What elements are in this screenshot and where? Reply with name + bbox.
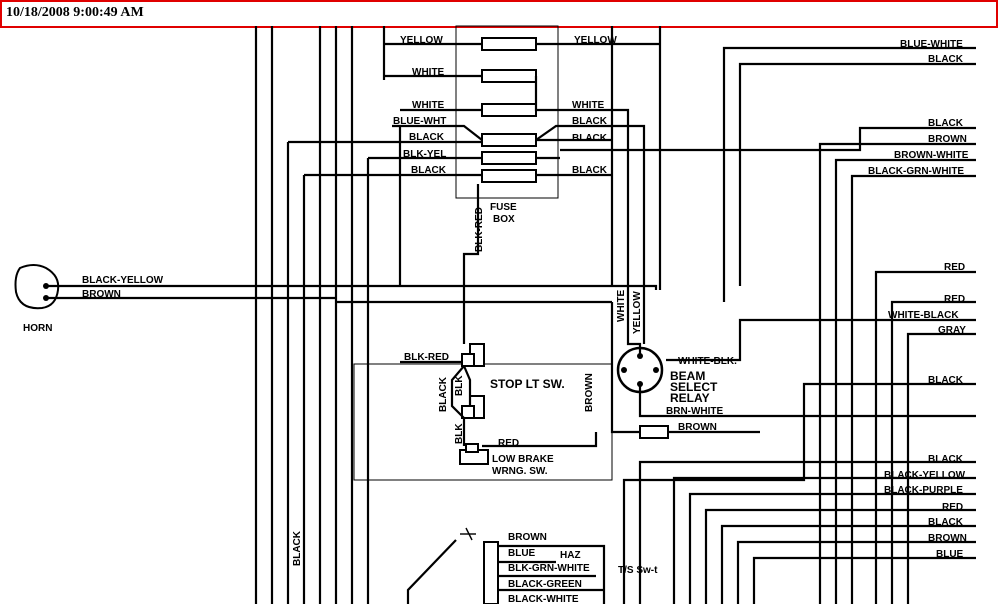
wire-label-r-blue: BLUE [936, 549, 964, 560]
wire-label-relay-white: WHITE [616, 289, 627, 322]
wire-label-white-in-2: WHITE [412, 100, 445, 111]
fuse-box-label-1: FUSE [490, 202, 517, 213]
wire-label-r-white-black: WHITE-BLACK [888, 310, 959, 321]
wire-label-white-out: WHITE [572, 100, 605, 111]
wire-label-blue-wht-in: BLUE-WHT [393, 116, 446, 127]
relay-label-1: BEAM [670, 369, 705, 383]
fuse-output-wires [534, 42, 660, 290]
wire-label-r-gray: GRAY [938, 325, 966, 336]
wire-label-r-brown-1: BROWN [928, 134, 967, 145]
wire-label-r-red-2: RED [944, 294, 965, 305]
wire-label-relay-yellow: YELLOW [632, 291, 643, 334]
fuse-row [481, 37, 537, 183]
wire-label-bl-haz: HAZ [560, 550, 581, 561]
wire-label-relay-brown: BROWN [678, 422, 717, 433]
wire-label-r-red-3: RED [942, 502, 963, 513]
wire-label-r-black-purple: BLACK-PURPLE [884, 485, 963, 496]
wire-label-sw-black: BLACK [438, 376, 449, 412]
title-bar: 10/18/2008 9:00:49 AM [0, 0, 998, 28]
wire-label-sw-red: RED [498, 438, 519, 449]
low-brake-switch [459, 443, 489, 465]
wire-label-white-in-1: WHITE [412, 67, 445, 78]
horn-label: HORN [23, 323, 52, 334]
wire-label-sw-blk-1: BLK [454, 375, 465, 396]
wire-label-black-in-2: BLACK [411, 165, 447, 176]
wire-label-relay-brn-white: BRN-WHITE [666, 406, 724, 417]
wire-label-blk-red-fuse: BLK-RED [474, 207, 485, 252]
right-labels: BLUE-WHITE BLACK BLACK BROWN BROWN-WHITE… [868, 39, 969, 560]
wire-label-r-black-1: BLACK [928, 54, 964, 65]
wire-label-r-blue-white: BLUE-WHITE [900, 39, 963, 50]
relay-label-2: SELECT [670, 380, 718, 394]
wire-label-r-red-1: RED [944, 262, 965, 273]
wire-label-r-black-4: BLACK [928, 454, 964, 465]
wire-label-black-in-1: BLACK [409, 132, 445, 143]
wire-label-yellow-out: YELLOW [574, 35, 617, 46]
wire-label-r-brown-2: BROWN [928, 533, 967, 544]
wire-label-bl-black-white: BLACK-WHITE [508, 594, 579, 604]
wire-label-horn-black-yellow: BLACK-YELLOW [82, 275, 164, 286]
fuse-box: FUSE BOX [455, 25, 559, 225]
fuse-input-wires [288, 42, 483, 177]
wire-label-r-black-grn-white: BLACK-GRN-WHITE [868, 166, 964, 177]
stop-light-switch-label: STOP LT SW. [490, 377, 565, 391]
low-brake-label-1: LOW BRAKE [492, 454, 554, 465]
wire-label-yellow-in: YELLOW [400, 35, 443, 46]
bottom-connector [406, 527, 499, 604]
wire-label-left-black: BLACK [292, 530, 303, 566]
stop-light-switch [461, 343, 485, 419]
wire-label-sw-blk-red: BLK-RED [404, 352, 449, 363]
wire-label-r-black-yellow: BLACK-YELLOW [884, 470, 966, 481]
timestamp: 10/18/2008 9:00:49 AM [6, 5, 144, 20]
wire-label-r-brown-white: BROWN-WHITE [894, 150, 969, 161]
wire-label-bl-blue: BLUE [508, 548, 536, 559]
relay-label-3: RELAY [670, 391, 710, 405]
wire-label-black-out-3: BLACK [572, 165, 608, 176]
wire-label-black-out-1: BLACK [572, 116, 608, 127]
wire-label-horn-brown: BROWN [82, 289, 121, 300]
wire-label-sw-blk-2: BLK [454, 423, 465, 444]
wire-label-relay-white-blk: WHITE-BLK. [678, 356, 737, 367]
fuse-box-label-2: BOX [493, 214, 515, 225]
wire-label-bl-ts-sw: T/S Sw-t [618, 565, 658, 576]
wire-label-blk-yel-in: BLK-YEL [403, 149, 446, 160]
wire-label-r-black-2: BLACK [928, 118, 964, 129]
wire-label-bl-black-green: BLACK-GREEN [508, 579, 582, 590]
harness-verticals [254, 26, 662, 604]
wire-label-bl-blk-grn-white: BLK-GRN-WHITE [508, 563, 590, 574]
wire-label-sw-brown: BROWN [584, 373, 595, 412]
low-brake-label-2: WRNG. SW. [492, 466, 548, 477]
wire-label-black-out-2: BLACK [572, 133, 608, 144]
wire-label-r-black-5: BLACK [928, 517, 964, 528]
wire-label-r-black-3: BLACK [928, 375, 964, 386]
wire-label-bl-brown: BROWN [508, 532, 547, 543]
right-harness [560, 46, 976, 604]
